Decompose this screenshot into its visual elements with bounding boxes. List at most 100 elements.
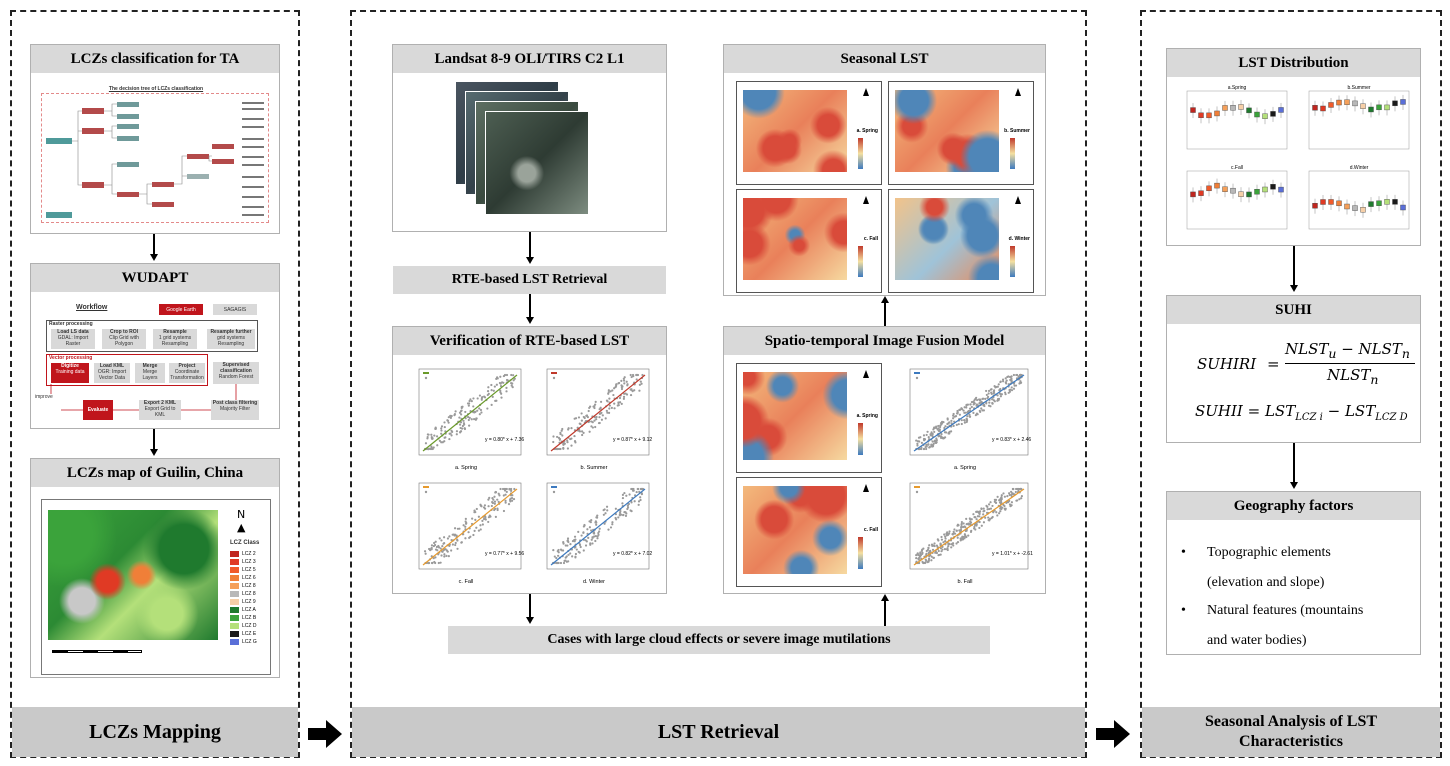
scatter-point <box>982 513 985 516</box>
scatter-point <box>940 422 944 425</box>
scatter-point <box>939 547 943 550</box>
legend-point-swatch <box>915 376 919 380</box>
lst-map-label: c. Fall <box>863 527 878 533</box>
scatter-point <box>500 396 503 399</box>
scatter-point <box>434 540 437 543</box>
scatter-point <box>972 513 975 516</box>
scatter-point <box>925 443 928 446</box>
arrow-line <box>1293 246 1295 286</box>
scatter-point <box>933 544 936 548</box>
scatter-point <box>965 522 968 526</box>
lst-color-ramp <box>858 246 863 277</box>
scatter-point <box>511 382 514 385</box>
scatter-point <box>594 539 597 543</box>
scatter-point <box>483 396 487 399</box>
legend-label: LCZ 2 <box>242 551 256 557</box>
wudapt-box: WUDAPT Workflow Google Earth SAGAGIS Ras… <box>30 263 280 429</box>
scatter-point <box>978 402 981 405</box>
plot-caption: a. Spring <box>954 465 976 471</box>
landsat-image-stack <box>455 81 605 231</box>
scatter-point <box>582 549 585 552</box>
scatter-point <box>946 531 949 534</box>
lczs-classification-title: LCZs classification for TA <box>31 45 279 73</box>
scatter-point <box>448 437 451 441</box>
boxplot-box <box>1312 202 1318 209</box>
arrow-head-down <box>526 617 534 624</box>
lst-color-ramp <box>858 537 863 569</box>
scatter-point <box>591 426 595 429</box>
scatter-point <box>475 526 478 529</box>
scatter-point <box>560 429 563 432</box>
geo-item-line1: Natural features (mountains <box>1207 603 1364 618</box>
scatter-point <box>598 408 601 411</box>
scatter-point <box>594 425 597 429</box>
scatter-point <box>470 399 473 403</box>
scatter-point <box>504 499 507 502</box>
scatter-point <box>584 539 587 542</box>
scatter-point <box>940 538 944 541</box>
suhii-sub1: LCZ i <box>1295 412 1323 423</box>
scatter-point <box>577 530 580 533</box>
scatter-point <box>975 524 978 527</box>
scatter-point <box>566 447 570 450</box>
scatter-point <box>973 525 976 528</box>
scatter-point <box>952 530 955 533</box>
scatter-point <box>433 434 436 437</box>
scatter-point <box>594 400 597 403</box>
scatter-point <box>578 430 582 433</box>
scatter-point <box>968 413 971 416</box>
scatter-point <box>608 397 611 400</box>
scatter-point <box>924 445 927 449</box>
scatter-point <box>1017 489 1020 492</box>
scatter-point <box>591 542 594 545</box>
scatter-point <box>487 520 490 524</box>
suhi-title: SUHI <box>1167 296 1420 324</box>
scatter-point <box>479 503 482 506</box>
scatter-point <box>967 522 970 525</box>
boxplot-title: d.Winter <box>1350 165 1369 171</box>
scatter-point <box>490 504 493 508</box>
scatter-point <box>613 407 616 410</box>
scatter-point <box>1009 388 1012 391</box>
scatter-point <box>496 507 499 510</box>
plot-caption: a. Spring <box>455 465 477 471</box>
geography-box: Geography factors • Topographic elements… <box>1166 491 1421 655</box>
scatter-point <box>580 419 583 422</box>
scatter-point <box>986 505 989 508</box>
scatter-point <box>996 514 999 517</box>
scatter-point <box>508 498 512 501</box>
scatter-point <box>571 555 574 558</box>
lst-map: a. Spring <box>736 363 882 473</box>
scatter-point <box>965 417 968 420</box>
scatter-point <box>567 553 570 556</box>
legend-item: LCZ 3 <box>230 558 270 566</box>
boxplot-box <box>1190 191 1196 198</box>
scatter-point <box>474 418 477 421</box>
scatter-point <box>585 414 588 417</box>
scatter-point <box>625 494 628 497</box>
scatter-point <box>584 544 588 547</box>
scatter-point <box>574 555 577 558</box>
lst-map-label: b. Summer <box>1004 128 1030 134</box>
scatter-point <box>588 520 591 523</box>
legend-item: LCZ 8 <box>230 582 270 590</box>
scatter-point <box>965 517 968 520</box>
scatter-point <box>491 395 494 398</box>
scatter-point <box>461 427 464 430</box>
project-label: Project <box>178 363 196 369</box>
lst-map-label: a. Spring <box>856 128 878 134</box>
scatter-point <box>552 440 555 444</box>
scatter-point <box>936 538 939 541</box>
scatter-point <box>513 377 516 380</box>
scatter-point <box>638 389 641 392</box>
lczs-mapping-panel <box>10 10 300 758</box>
scatter-point <box>957 524 960 527</box>
den-sub: n <box>1370 372 1379 387</box>
scatter-point <box>577 416 581 419</box>
scatter-point <box>1009 504 1012 507</box>
scatter-point <box>925 433 928 437</box>
scatter-point <box>473 509 476 512</box>
scatter-point <box>1010 375 1013 378</box>
